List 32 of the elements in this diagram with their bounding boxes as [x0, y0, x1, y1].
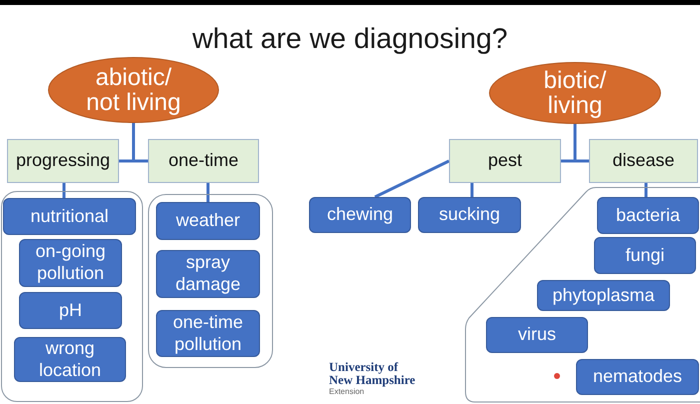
- cause-box: chewing: [309, 197, 411, 233]
- cause-box: nutritional: [3, 198, 136, 235]
- subcategory-box: pest: [449, 139, 561, 183]
- cause-box: bacteria: [597, 197, 699, 234]
- connector-line: [644, 183, 648, 197]
- cause-box: nematodes: [576, 359, 699, 395]
- category-ellipse: abiotic/ not living: [48, 57, 219, 123]
- cause-box: on-going pollution: [19, 239, 122, 287]
- connector-line: [132, 123, 148, 162]
- cause-box: phytoplasma: [537, 280, 670, 311]
- connector-line: [470, 183, 474, 197]
- connector-line: [206, 183, 210, 202]
- subcategory-box: one-time: [148, 139, 259, 183]
- institution-name: University of New Hampshire: [329, 361, 416, 386]
- connector-line: [574, 124, 589, 162]
- cause-box: one-time pollution: [156, 310, 260, 357]
- cause-box: weather: [156, 202, 260, 240]
- subcategory-box: disease: [589, 139, 698, 183]
- category-ellipse: biotic/ living: [489, 62, 661, 124]
- department-label: Extension: [329, 387, 366, 397]
- cause-box: sucking: [418, 197, 521, 233]
- group-outline: [148, 194, 273, 368]
- cause-box: pH: [19, 292, 122, 329]
- subcategory-box: progressing: [7, 139, 119, 183]
- cause-box: spray damage: [156, 250, 260, 298]
- connector-line: [62, 183, 66, 198]
- cause-box: wrong location: [14, 337, 126, 382]
- cause-box: fungi: [594, 237, 696, 274]
- title: what are we diagnosing?: [191, 22, 509, 56]
- connector-line: [374, 160, 450, 198]
- group-outline: [1, 191, 143, 402]
- cause-box: virus: [486, 317, 588, 353]
